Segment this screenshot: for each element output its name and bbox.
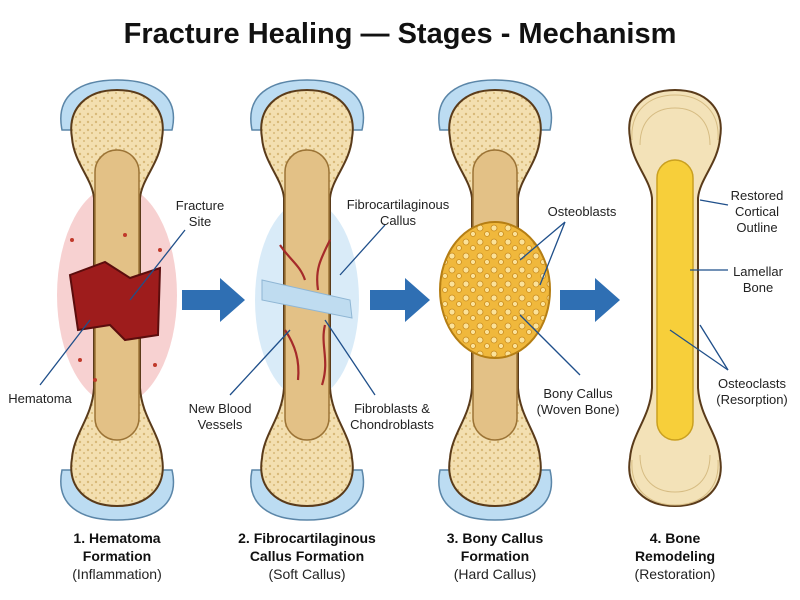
leader-osteoblasts-b bbox=[539, 221, 566, 286]
label-fibroblasts-2: Chondroblasts bbox=[350, 417, 434, 432]
caption-subtitle: (Hard Callus) bbox=[454, 566, 536, 582]
caption-title: 2. Fibrocartilaginous bbox=[238, 530, 376, 546]
caption-title: Formation bbox=[83, 548, 151, 564]
stage-1-caption: 1. Hematoma Formation (Inflammation) bbox=[72, 530, 161, 582]
leader-cortical bbox=[699, 199, 729, 206]
caption-title: Remodeling bbox=[635, 548, 715, 564]
right-arrow-icon bbox=[182, 278, 245, 322]
caption-title: Callus Formation bbox=[250, 548, 364, 564]
leader-hematoma bbox=[39, 319, 91, 386]
caption-title: 3. Bony Callus bbox=[447, 530, 544, 546]
stage-4-bone: Restored Cortical Outline Lamellar Bone … bbox=[628, 89, 788, 507]
label-fibro-callus-1: Fibrocartilaginous bbox=[347, 197, 450, 212]
leader-fracture-site bbox=[129, 229, 186, 301]
leader-fibro-callus bbox=[339, 224, 386, 276]
hard-callus bbox=[439, 221, 551, 359]
right-arrow-icon bbox=[370, 278, 430, 322]
label-fracture-site-2: Site bbox=[189, 214, 211, 229]
label-osteoclasts-2: (Resorption) bbox=[716, 392, 788, 407]
label-fibro-callus-2: Callus bbox=[380, 213, 417, 228]
right-arrow-icon bbox=[560, 278, 620, 322]
label-hematoma: Hematoma bbox=[8, 391, 72, 406]
stage-3-caption: 3. Bony Callus Formation (Hard Callus) bbox=[447, 530, 544, 582]
caption-title: Formation bbox=[461, 548, 529, 564]
diagram-title: Fracture Healing — Stages - Mechanism bbox=[123, 18, 677, 50]
label-bony-callus-1: Bony Callus bbox=[543, 386, 613, 401]
stage-2-caption: 2. Fibrocartilaginous Callus Formation (… bbox=[238, 530, 376, 582]
blood-droplets bbox=[70, 233, 162, 382]
stage-1-bone: Fracture Site Hematoma bbox=[8, 79, 224, 521]
label-bony-callus-2: (Woven Bone) bbox=[537, 402, 620, 417]
label-vessels-1: New Blood bbox=[189, 401, 252, 416]
leader-vessels bbox=[229, 329, 291, 396]
yellow-marrow bbox=[656, 159, 694, 441]
stage-3-bone: Osteoblasts Bony Callus (Woven Bone) bbox=[438, 79, 620, 521]
label-cortical-3: Outline bbox=[736, 220, 777, 235]
label-lamellar-2: Bone bbox=[743, 280, 773, 295]
label-lamellar-1: Lamellar bbox=[733, 264, 784, 279]
stage-2-bone: Fibrocartilaginous Callus New Blood Vess… bbox=[189, 79, 450, 521]
leader-bony-callus bbox=[519, 314, 581, 376]
label-fracture-site-1: Fracture bbox=[176, 198, 224, 213]
label-osteoblasts: Osteoblasts bbox=[548, 204, 617, 219]
leader-osteoclasts-a bbox=[669, 329, 729, 371]
leader-osteoclasts-b bbox=[699, 324, 729, 371]
label-cortical-2: Cortical bbox=[735, 204, 779, 219]
caption-subtitle: (Soft Callus) bbox=[268, 566, 345, 582]
caption-title: 4. Bone bbox=[650, 530, 701, 546]
caption-subtitle: (Inflammation) bbox=[72, 566, 161, 582]
label-fibroblasts-1: Fibroblasts & bbox=[354, 401, 430, 416]
label-cortical-1: Restored bbox=[731, 188, 784, 203]
leader-osteoblasts-a bbox=[519, 221, 566, 261]
lamellar-lines bbox=[631, 94, 719, 506]
hematoma-clot bbox=[68, 260, 162, 342]
stage-4-caption: 4. Bone Remodeling (Restoration) bbox=[635, 530, 716, 582]
caption-subtitle: (Restoration) bbox=[635, 566, 716, 582]
fibrous-band bbox=[261, 279, 353, 319]
label-osteoclasts-1: Osteoclasts bbox=[718, 376, 786, 391]
label-vessels-2: Vessels bbox=[198, 417, 243, 432]
caption-title: 1. Hematoma bbox=[73, 530, 160, 546]
leader-fibroblasts bbox=[324, 319, 376, 396]
